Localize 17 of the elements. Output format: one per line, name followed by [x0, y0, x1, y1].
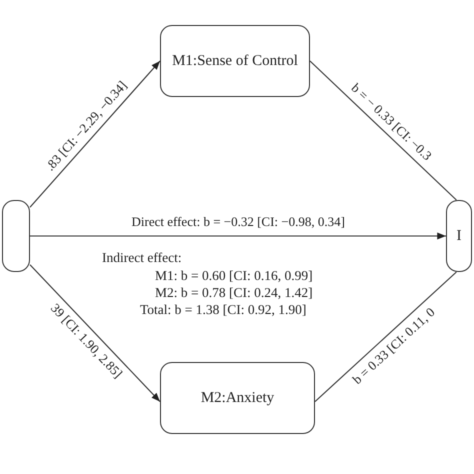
- node-label: M1:Sense of Control: [172, 52, 298, 70]
- node-label: I: [456, 226, 462, 246]
- edge-label: b = − 0.33 [CI: −0.3: [348, 80, 435, 164]
- arrow: [30, 232, 446, 240]
- mediator-box: [160, 362, 315, 434]
- arrow: [30, 60, 160, 208]
- node-label: M2:Anxiety: [200, 388, 274, 408]
- mediator-box: [160, 25, 310, 97]
- edge-label: Direct effect: b = −0.32 [CI: −0.98, 0.34]: [132, 214, 345, 230]
- effect-note: M1: b = 0.60 [CI: 0.16, 0.99]: [155, 268, 313, 284]
- arrow: [30, 264, 160, 402]
- edge-label: b = 0.33 [CI: 0.11, 0: [349, 304, 438, 388]
- effect-note: Indirect effect:: [102, 250, 182, 266]
- variable-box: [2, 200, 30, 272]
- effect-note: M2: b = 0.78 [CI: 0.24, 1.42]: [155, 285, 313, 301]
- effect-note: Total: b = 1.38 [CI: 0.92, 1.90]: [140, 302, 306, 318]
- variable-box: [446, 200, 472, 272]
